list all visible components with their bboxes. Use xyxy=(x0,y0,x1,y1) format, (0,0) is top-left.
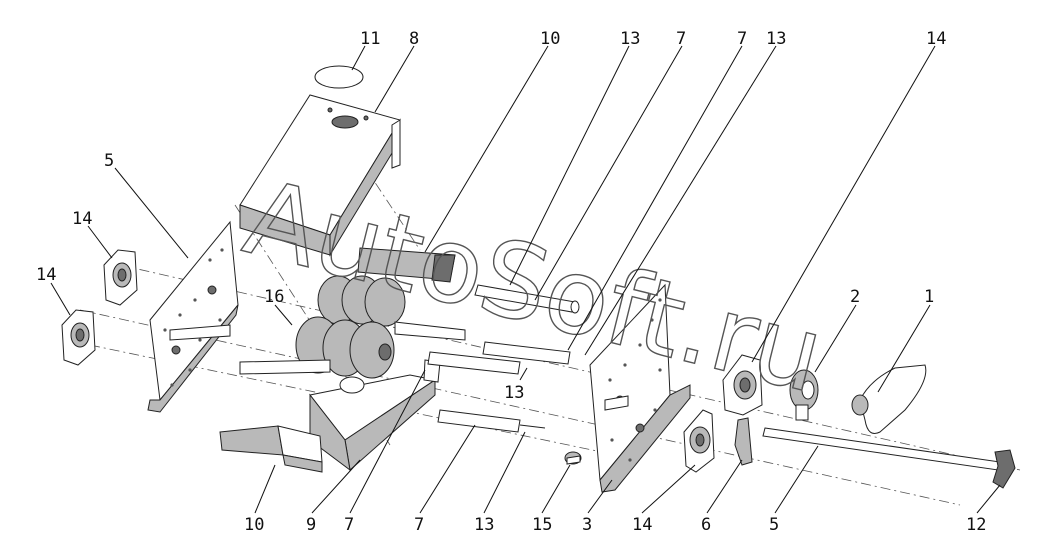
callout-2: 2 xyxy=(850,287,860,307)
callout-9: 9 xyxy=(306,515,316,535)
part-5-left-plate xyxy=(147,220,239,413)
part-10-upper-angle xyxy=(357,247,456,283)
callout-13-middle: 13 xyxy=(504,383,524,403)
part-14-bearing-left-lower xyxy=(61,309,96,366)
part-14-bearing-left-upper xyxy=(103,249,138,306)
callout-13-bottom: 13 xyxy=(474,515,494,535)
callout-13-top-a: 13 xyxy=(620,29,640,49)
part-7-shaft-lower xyxy=(437,409,546,433)
part-14-bearing-right-lower xyxy=(683,409,715,473)
callout-14-bottom: 14 xyxy=(632,515,652,535)
part-14-bearing-right-upper xyxy=(722,354,763,416)
callout-12: 12 xyxy=(966,515,986,535)
part-16-gear-cluster xyxy=(295,275,406,394)
callout-7-top-a: 7 xyxy=(676,29,686,49)
part-9-lower-housing xyxy=(309,359,441,472)
part-2-sprocket xyxy=(789,369,819,421)
leader-lines xyxy=(50,45,1001,514)
part-12-end-piece xyxy=(992,449,1016,489)
callout-14-left-b: 14 xyxy=(36,265,56,285)
part-5-long-shaft xyxy=(762,427,1001,471)
part-3-right-plate xyxy=(589,283,691,493)
part-7-shaft-middle xyxy=(427,341,571,375)
callout-6: 6 xyxy=(701,515,711,535)
part-11-round-cover xyxy=(314,65,364,89)
callout-3: 3 xyxy=(582,515,592,535)
callout-14-left-a: 14 xyxy=(72,209,92,229)
callout-11: 11 xyxy=(360,29,380,49)
part-shaft-gear-input xyxy=(239,321,466,375)
part-8-top-cover xyxy=(239,94,401,257)
part-10-lower-angle xyxy=(219,425,323,473)
callout-5-left: 5 xyxy=(104,151,114,171)
callout-numbers: 11 8 10 13 7 7 13 14 5 14 14 16 2 1 13 1… xyxy=(36,29,986,535)
part-6-latch xyxy=(734,417,753,466)
callout-1: 1 xyxy=(924,287,934,307)
callout-10-bottom: 10 xyxy=(244,515,264,535)
part-15-bushing xyxy=(564,451,582,465)
callout-8: 8 xyxy=(409,29,419,49)
callout-15: 15 xyxy=(532,515,552,535)
watermark: AutoSoft.ru xyxy=(234,156,834,417)
callout-5-bottom: 5 xyxy=(769,515,779,535)
part-1-handle xyxy=(851,364,927,434)
callout-14-top: 14 xyxy=(926,29,946,49)
callout-7-top-b: 7 xyxy=(737,29,747,49)
callout-13-top-b: 13 xyxy=(766,29,786,49)
part-13-upper-shaft xyxy=(474,284,580,314)
callout-10-top: 10 xyxy=(540,29,560,49)
callout-7-bottom-a: 7 xyxy=(344,515,354,535)
callout-16: 16 xyxy=(264,287,284,307)
callout-7-bottom-b: 7 xyxy=(414,515,424,535)
